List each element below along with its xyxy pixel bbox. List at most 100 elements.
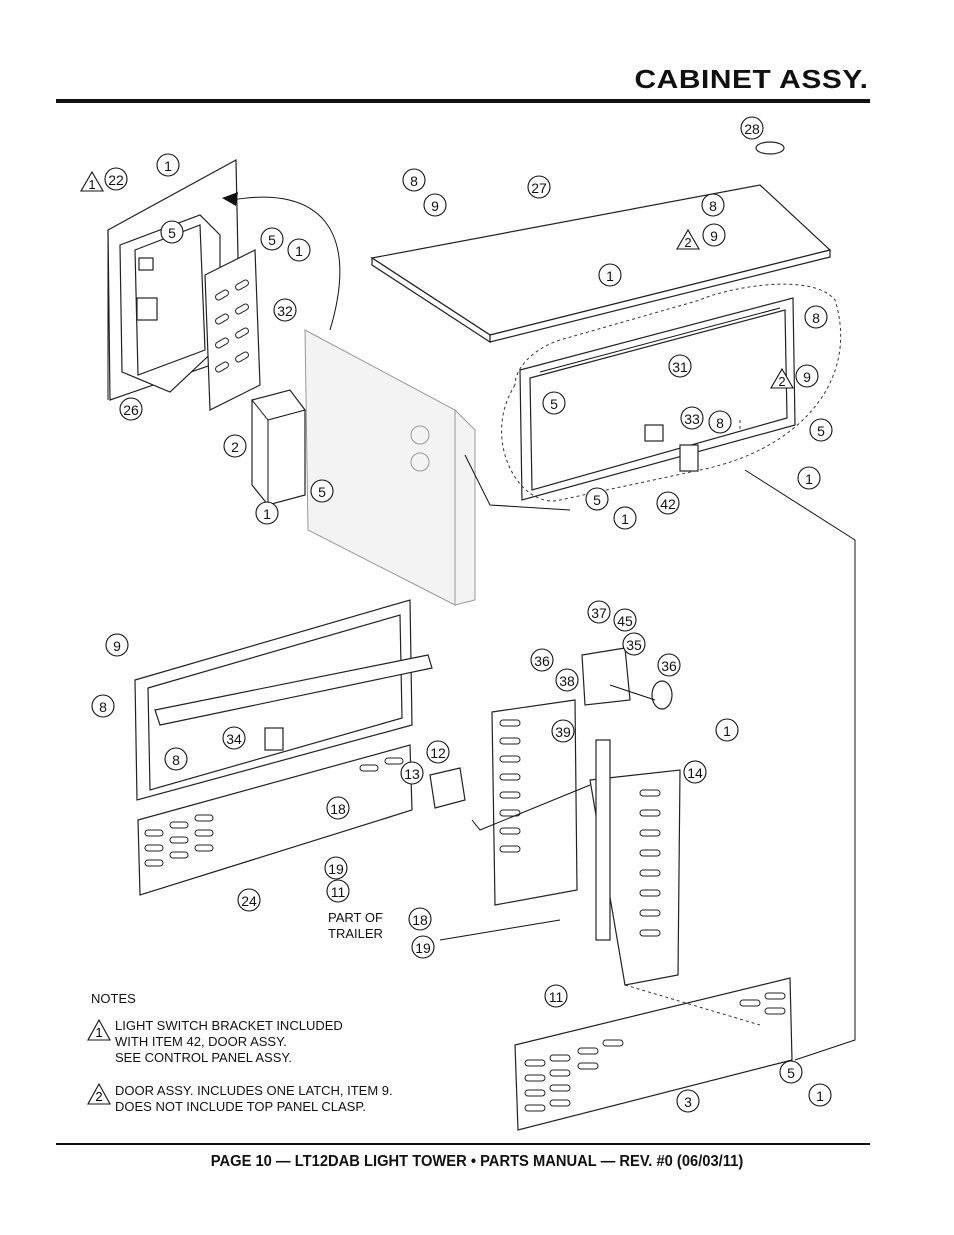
door-assembly — [501, 283, 842, 502]
callout-22: 22 — [104, 167, 128, 191]
note-marker-icon: 2 — [770, 367, 794, 389]
callout-39: 39 — [551, 719, 575, 743]
svg-text:1: 1 — [295, 243, 303, 259]
control-panel-ghost — [304, 329, 476, 606]
svg-text:1: 1 — [164, 158, 172, 174]
svg-text:36: 36 — [534, 653, 550, 669]
svg-text:1: 1 — [816, 1088, 824, 1104]
callout-36: 36 — [657, 653, 681, 677]
svg-text:9: 9 — [431, 198, 439, 214]
callout-27: 27 — [527, 175, 551, 199]
svg-text:8: 8 — [172, 752, 180, 768]
svg-text:22: 22 — [108, 172, 124, 188]
callout-1: 1 — [808, 1083, 832, 1107]
callout-34: 34 — [222, 726, 246, 750]
notes-heading: NOTES — [91, 991, 136, 1006]
svg-text:2: 2 — [231, 439, 239, 455]
svg-text:8: 8 — [410, 173, 418, 189]
note-marker-icon: 2 — [676, 228, 700, 250]
svg-text:2: 2 — [778, 374, 785, 389]
callout-1: 1 — [797, 466, 821, 490]
svg-text:3: 3 — [684, 1094, 692, 1110]
callout-28: 28 — [740, 116, 764, 140]
note-marker-icon: 1 — [80, 170, 104, 192]
svg-text:8: 8 — [709, 198, 717, 214]
svg-text:11: 11 — [331, 884, 346, 900]
callout-2: 2 — [223, 434, 247, 458]
svg-text:19: 19 — [328, 861, 344, 877]
svg-text:1: 1 — [263, 506, 271, 522]
callout-45: 45 — [613, 608, 637, 632]
svg-text:11: 11 — [549, 989, 564, 1005]
callout-32: 32 — [273, 298, 297, 322]
callout-1: 1 — [255, 501, 279, 525]
callout-9: 9 — [795, 364, 819, 388]
svg-text:5: 5 — [168, 225, 176, 241]
callout-33: 33 — [680, 406, 704, 430]
callout-19: 19 — [324, 856, 348, 880]
callout-9: 9 — [105, 633, 129, 657]
callout-5: 5 — [779, 1060, 803, 1084]
svg-text:1: 1 — [723, 723, 731, 739]
callout-9: 9 — [423, 193, 447, 217]
callout-35: 35 — [622, 632, 646, 656]
svg-text:5: 5 — [268, 232, 276, 248]
svg-text:45: 45 — [617, 613, 633, 629]
svg-text:18: 18 — [412, 912, 428, 928]
svg-text:13: 13 — [404, 766, 420, 782]
callout-8: 8 — [164, 747, 188, 771]
callout-19: 19 — [411, 935, 435, 959]
door-frame-panel — [134, 599, 433, 801]
svg-text:1: 1 — [621, 511, 629, 527]
louver-panel — [204, 249, 261, 411]
svg-text:35: 35 — [626, 637, 642, 653]
callout-11: 11 — [326, 879, 350, 903]
svg-text:28: 28 — [744, 121, 760, 137]
svg-text:33: 33 — [684, 411, 700, 427]
svg-text:14: 14 — [687, 765, 703, 781]
callout-5: 5 — [809, 418, 833, 442]
bottom-louver-panel-right — [514, 977, 793, 1131]
callout-42: 42 — [656, 491, 680, 515]
callout-37: 37 — [587, 600, 611, 624]
callout-14: 14 — [683, 760, 707, 784]
svg-text:1: 1 — [606, 268, 614, 284]
svg-text:8: 8 — [812, 310, 820, 326]
svg-text:1: 1 — [805, 471, 813, 487]
svg-text:19: 19 — [415, 940, 431, 956]
svg-text:5: 5 — [787, 1065, 795, 1081]
svg-text:5: 5 — [318, 484, 326, 500]
callout-24: 24 — [237, 888, 261, 912]
svg-text:8: 8 — [716, 415, 724, 431]
page-footer: PAGE 10 — LT12DAB LIGHT TOWER • PARTS MA… — [210, 1153, 744, 1170]
callout-11: 11 — [544, 984, 568, 1008]
svg-text:8: 8 — [99, 699, 107, 715]
callout-18: 18 — [408, 907, 432, 931]
part-of-trailer-label: PART OF TRAILER — [328, 910, 383, 941]
svg-text:5: 5 — [817, 423, 825, 439]
callout-8: 8 — [402, 168, 426, 192]
note-1-text: LIGHT SWITCH BRACKET INCLUDED WITH ITEM … — [115, 1018, 343, 1065]
callout-5: 5 — [542, 391, 566, 415]
svg-text:38: 38 — [559, 673, 575, 689]
svg-text:37: 37 — [591, 605, 607, 621]
svg-text:32: 32 — [277, 303, 293, 319]
svg-text:18: 18 — [330, 801, 346, 817]
callout-5: 5 — [160, 220, 184, 244]
note-2-marker: 2 — [95, 1089, 102, 1104]
callout-1: 1 — [613, 506, 637, 530]
callout-9: 9 — [702, 223, 726, 247]
callout-18: 18 — [326, 796, 350, 820]
svg-text:9: 9 — [803, 369, 811, 385]
svg-text:9: 9 — [113, 638, 121, 654]
svg-text:12: 12 — [430, 745, 446, 761]
callout-8: 8 — [91, 694, 115, 718]
callout-8: 8 — [804, 305, 828, 329]
note-1-marker: 1 — [95, 1025, 102, 1040]
bottom-louver-panel-left — [137, 744, 413, 896]
callout-8: 8 — [708, 410, 732, 434]
svg-text:26: 26 — [123, 402, 139, 418]
callout-12: 12 — [426, 740, 450, 764]
footer-rule — [56, 1143, 870, 1145]
